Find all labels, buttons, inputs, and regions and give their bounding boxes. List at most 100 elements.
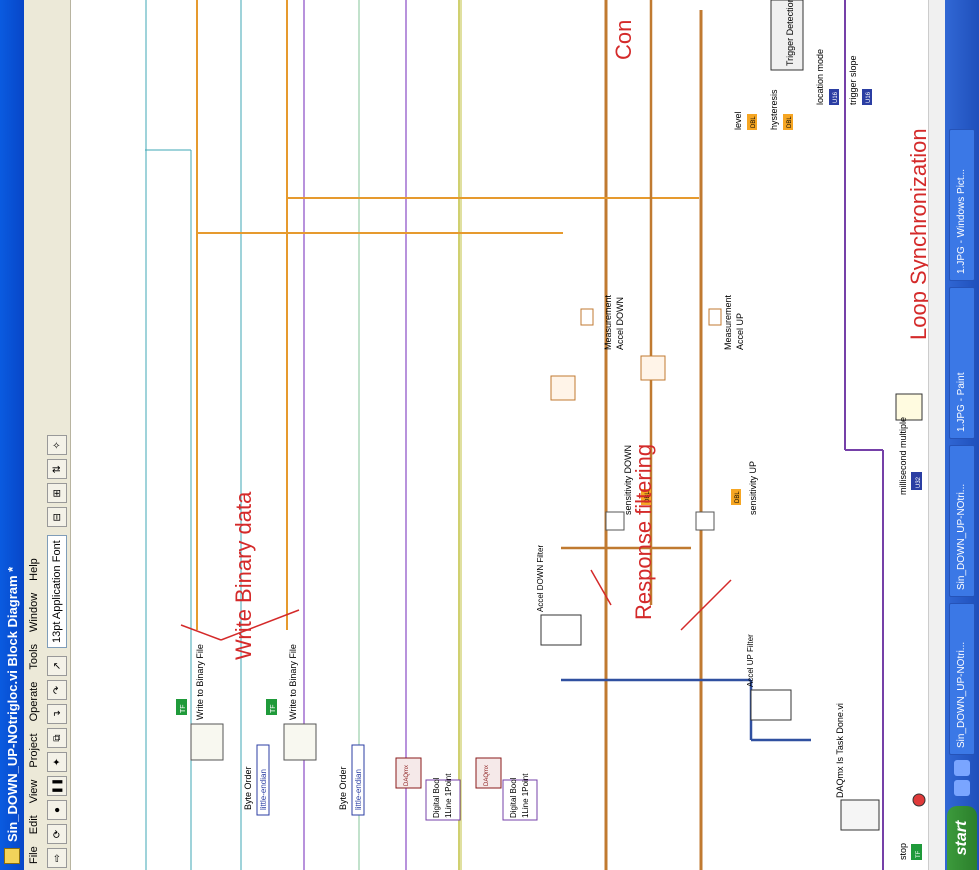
trigger-detection-node[interactable]	[770, 0, 804, 71]
menu-project[interactable]: Project	[28, 733, 40, 768]
menu-bar: File Edit View Project Operate Tools Win…	[24, 0, 44, 870]
trigger-detection-label: Trigger Detection fo	[785, 0, 795, 66]
digital-bool-poly-1[interactable]	[425, 779, 461, 821]
menu-view[interactable]: View	[28, 779, 40, 804]
daqmx-text-2: DAQmx	[484, 765, 490, 786]
title-bar[interactable]: Sin_DOWN_UP-NOtrigloc.vi Block Diagram *	[0, 0, 24, 870]
location-mode-label: location mode	[815, 49, 825, 105]
write-binary-file-node-2[interactable]	[283, 723, 317, 761]
window-title: Sin_DOWN_UP-NOtrigloc.vi Block Diagram *	[4, 566, 20, 842]
distribute-icon[interactable]: ⊞	[47, 483, 67, 504]
write-file-label-1: Write to Binary File	[195, 644, 205, 720]
write-binary-file-node-1[interactable]	[190, 723, 224, 761]
little-endian-1: little-endian	[259, 769, 268, 810]
step-into-icon[interactable]: ↴	[47, 704, 67, 724]
annotation-response-filtering: Response filtering	[631, 444, 656, 620]
loop-condition-icon[interactable]	[912, 793, 926, 807]
start-button[interactable]: start	[947, 806, 977, 870]
accel-down-filter-label: Accel DOWN Filter	[536, 545, 545, 612]
step-out-icon[interactable]: ↗	[47, 656, 67, 676]
menu-window[interactable]: Window	[28, 592, 40, 632]
multiply-node-up[interactable]	[640, 355, 666, 381]
task-done-node[interactable]	[840, 799, 880, 831]
digital-bool-2: Digital Bool	[509, 777, 518, 818]
highlight-icon[interactable]: ✦	[47, 752, 67, 772]
byte-order-enum-1[interactable]	[256, 744, 270, 816]
run-continuous-icon[interactable]: ⟳	[47, 824, 67, 844]
sensitivity-down-const[interactable]	[641, 489, 651, 505]
byte-order-label-2: Byte Order	[338, 766, 348, 810]
tf-const-1[interactable]	[176, 699, 187, 715]
abort-icon[interactable]: ●	[47, 800, 67, 820]
menu-tools[interactable]: Tools	[28, 643, 40, 670]
divide-node-up[interactable]	[695, 511, 715, 531]
run-icon[interactable]: ⇨	[47, 848, 67, 868]
wait-until-multiple-icon[interactable]	[895, 393, 923, 421]
retain-values-icon[interactable]: ⧉	[47, 728, 67, 748]
task-picture-viewer[interactable]: 1.JPG - Windows Pict...	[949, 129, 975, 281]
reorder-icon[interactable]: ⇅	[47, 459, 67, 480]
cleanup-icon[interactable]: ✧	[47, 435, 67, 456]
hysteresis-label: hysteresis	[769, 89, 779, 130]
level-dbl: DBL	[751, 116, 757, 128]
byte-order-label-1: Byte Order	[243, 766, 253, 810]
font-select[interactable]: 13pt Application Font	[47, 535, 67, 648]
arrow-filter-1	[590, 569, 612, 606]
quicklaunch-browser-icon[interactable]	[954, 780, 970, 796]
sensitivity-up-const[interactable]	[731, 489, 741, 505]
task-done-label: DAQmx Is Task Done.vi	[835, 703, 845, 798]
location-mode-const[interactable]	[829, 89, 839, 105]
measurement-up-label-1: Measurement	[723, 294, 733, 350]
menu-help[interactable]: Help	[28, 558, 40, 581]
daqmx-write-node-1[interactable]	[395, 757, 422, 789]
millisecond-multiple-u32: U32	[916, 476, 922, 488]
horizontal-scrollbar[interactable]	[928, 0, 946, 870]
hysteresis-const[interactable]	[783, 114, 793, 130]
measurement-down-label-2: Accel DOWN	[615, 297, 625, 350]
level-const[interactable]	[747, 114, 757, 130]
millisecond-multiple-const[interactable]	[911, 472, 922, 490]
measurement-down-indicator	[580, 308, 594, 326]
menu-operate[interactable]: Operate	[28, 681, 40, 722]
trigger-slope-const[interactable]	[862, 89, 872, 105]
sensitivity-down-dbl: DBL	[645, 491, 651, 503]
stop-const[interactable]	[911, 844, 922, 860]
byte-order-enum-2[interactable]	[351, 744, 365, 816]
task-labview-1[interactable]: Sin_DOWN_UP-NOtri...	[949, 603, 975, 755]
arrow-write-2	[220, 609, 300, 641]
accel-down-filter-node[interactable]	[540, 614, 582, 646]
diagram-canvas[interactable]: Write to Binary File Write to Binary Fil…	[71, 0, 947, 870]
daqmx-text-1: DAQmx	[404, 765, 410, 786]
toolbar: ⇨ ⟳ ● ❚❚ ✦ ⧉ ↴ ↷ ↗ 13pt Application Font…	[44, 0, 71, 870]
measurement-down-label-1: Measurement	[603, 294, 613, 350]
level-label: level	[733, 111, 743, 130]
menu-file[interactable]: File	[28, 846, 40, 864]
stop-label: stop	[898, 843, 908, 860]
align-icon[interactable]: ⊟	[47, 507, 67, 528]
divide-node-down[interactable]	[605, 511, 625, 531]
quicklaunch-ie-icon[interactable]	[954, 760, 970, 776]
menu-edit[interactable]: Edit	[28, 815, 40, 835]
measurement-up-indicator	[708, 308, 722, 326]
multiply-node-down[interactable]	[550, 375, 576, 401]
accel-up-filter-node[interactable]	[750, 689, 792, 721]
measurement-up-label-2: Accel UP	[735, 313, 745, 350]
arrow-filter-2	[680, 579, 732, 631]
location-mode-u16: U16	[833, 91, 839, 103]
daqmx-write-node-2[interactable]	[475, 757, 502, 789]
line-point-1: 1Line 1Point	[444, 773, 453, 818]
pause-icon[interactable]: ❚❚	[47, 776, 67, 796]
task-paint[interactable]: 1.JPG - Paint	[949, 287, 975, 439]
write-file-label-2: Write to Binary File	[288, 644, 298, 720]
millisecond-multiple-label: millisecond multiple	[898, 417, 908, 495]
digital-bool-poly-2[interactable]	[502, 779, 538, 821]
tf-const-2[interactable]	[266, 699, 277, 715]
sensitivity-up-label: sensitivity UP	[748, 461, 758, 515]
line-point-2: 1Line 1Point	[521, 773, 530, 818]
task-labview-2[interactable]: Sin_DOWN_UP-NOtri...	[949, 445, 975, 597]
step-over-icon[interactable]: ↷	[47, 680, 67, 700]
annotation-con: Con	[611, 20, 636, 60]
tf-text-1: TF	[180, 704, 187, 713]
